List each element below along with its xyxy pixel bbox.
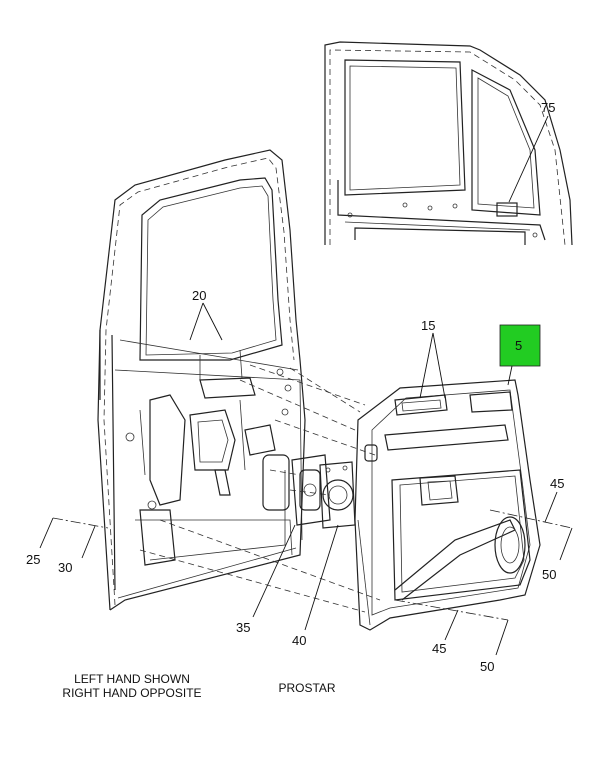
right-extension-lines	[489, 491, 573, 561]
callout-35: 35	[236, 620, 250, 635]
callout-45-lower: 45	[432, 641, 446, 656]
callout-30: 30	[58, 560, 72, 575]
bottom-extension-lines	[394, 599, 509, 656]
door-frame	[97, 149, 306, 611]
left-extension-lines	[39, 517, 109, 559]
callout-50-upper: 50	[542, 567, 556, 582]
callout-5-highlight[interactable]	[499, 324, 541, 367]
callout-25: 25	[26, 552, 40, 567]
callout-75: 75	[541, 100, 555, 115]
callout-50-lower: 50	[480, 659, 494, 674]
callout-40: 40	[292, 633, 306, 648]
callout-5[interactable]: 5	[515, 338, 522, 353]
callout-45-upper: 45	[550, 476, 564, 491]
door-trim-panel	[354, 379, 541, 631]
caption-left-hand-shown: LEFT HAND SHOWN	[74, 672, 190, 686]
callout-20: 20	[192, 288, 206, 303]
part-40-speaker-plate	[319, 461, 356, 529]
caption-right-hand-opposite: RIGHT HAND OPPOSITE	[62, 686, 201, 700]
inset-cab-view	[324, 41, 573, 246]
callout-15: 15	[421, 318, 435, 333]
alignment-lines	[139, 364, 381, 613]
part-35-bracket	[291, 454, 331, 526]
caption-model: PROSTAR	[278, 681, 335, 695]
